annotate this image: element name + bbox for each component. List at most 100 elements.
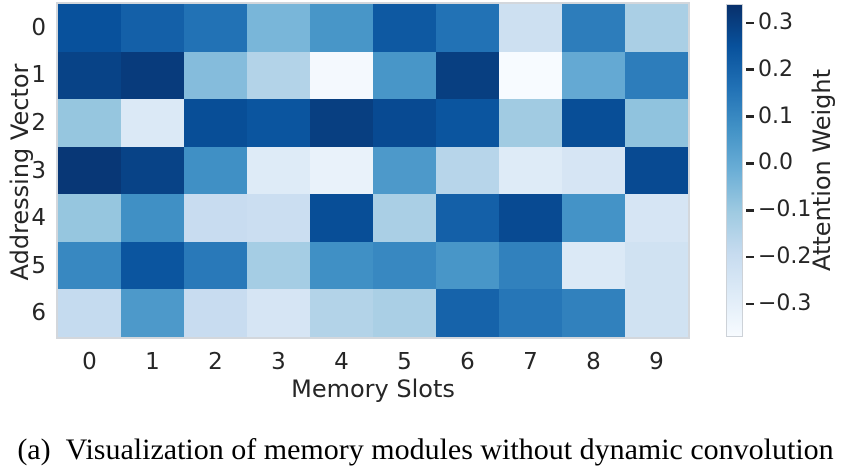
heatmap-cell [373,194,436,242]
x-tick-label: 3 [271,349,286,375]
heatmap-cell [58,51,121,100]
y-tick-label: 6 [31,300,46,327]
heatmap-cell [499,241,562,290]
heatmap-cell [436,4,499,52]
heatmap-cell [373,4,436,52]
heatmap-cell [499,146,562,195]
heatmap-grid [56,2,690,339]
heatmap-cell [310,99,373,147]
heatmap-cell [625,4,688,52]
heatmap-cell [625,289,688,337]
caption-text: Visualization of memory modules without … [65,433,834,466]
heatmap-cell [562,146,625,195]
heatmap-cell [310,289,373,337]
x-tick-label: 7 [523,349,538,375]
heatmap-cell [184,4,247,52]
heatmap-cell [58,194,121,242]
caption-index-label: (a) [17,433,51,466]
heatmap-cell [373,241,436,290]
colorbar-tick-label: −0.2 [758,244,812,270]
x-tick-label: 4 [334,349,349,375]
heatmap-cell [121,146,184,195]
heatmap-cell [562,194,625,242]
heatmap-cell [184,146,247,195]
heatmap-cell [373,51,436,100]
heatmap-cell [121,241,184,290]
heatmap-cell [121,99,184,147]
heatmap-cell [436,51,499,100]
y-tick-label: 5 [31,252,46,279]
colorbar-tick-mark [746,68,754,71]
heatmap-cell [310,146,373,195]
y-tick-label: 2 [31,109,46,136]
heatmap-cell [247,146,310,195]
colorbar-tick-label: 0.0 [758,150,793,176]
x-axis-label: Memory Slots [291,375,455,403]
heatmap-cell [58,146,121,195]
heatmap-cell [499,51,562,100]
heatmap-cell [562,241,625,290]
heatmap-cell [58,4,121,52]
heatmap-cell [247,51,310,100]
heatmap-cell [184,289,247,337]
x-tick-label: 5 [397,349,412,375]
heatmap-cell [247,289,310,337]
colorbar-tick-label: −0.1 [758,197,812,223]
heatmap-cell [625,241,688,290]
x-tick-label: 2 [208,349,223,375]
y-tick-label: 4 [31,205,46,232]
heatmap-cell [562,289,625,337]
heatmap-cell [184,51,247,100]
heatmap-cell [310,241,373,290]
x-tick-label: 8 [586,349,601,375]
heatmap-cell [499,194,562,242]
heatmap-cell [625,99,688,147]
heatmap-cell [562,99,625,147]
y-tick-label: 3 [31,157,46,184]
heatmap-cell [373,289,436,337]
y-tick-label: 1 [31,62,46,89]
heatmap-cell [562,51,625,100]
heatmap-cell [58,289,121,337]
heatmap-cell [184,99,247,147]
heatmap-cell [625,51,688,100]
colorbar-tick-mark [746,209,754,212]
heatmap-cell [184,194,247,242]
colorbar [726,4,743,337]
heatmap-cell [436,241,499,290]
heatmap-cell [184,241,247,290]
heatmap-cell [436,289,499,337]
colorbar-tick-label: 0.2 [758,56,793,82]
colorbar-tick-label: 0.1 [758,103,793,129]
heatmap-cell [562,4,625,52]
heatmap-cell [373,99,436,147]
heatmap-cell [247,194,310,242]
colorbar-tick-mark [746,162,754,165]
colorbar-tick-mark [746,115,754,118]
x-tick-label: 9 [649,349,664,375]
heatmap-cell [310,51,373,100]
heatmap-cell [58,99,121,147]
heatmap-cell [436,194,499,242]
x-tick-label: 1 [145,349,160,375]
heatmap-cell [247,99,310,147]
heatmap-cell [121,194,184,242]
heatmap-cell [625,194,688,242]
colorbar-tick-mark [746,302,754,306]
heatmap-cell [499,4,562,52]
heatmap-cell [373,146,436,195]
heatmap-cell [121,4,184,52]
heatmap-cell [436,146,499,195]
colorbar-label: Attention Weight [808,68,836,272]
x-tick-label: 6 [460,349,475,375]
heatmap-cell [247,4,310,52]
heatmap-cell [310,194,373,242]
heatmap-cell [625,146,688,195]
figure-caption: (a) Visualization of memory modules witho… [0,433,851,467]
heatmap-cell [310,4,373,52]
heatmap-cell [121,51,184,100]
colorbar-tick-mark [746,21,754,24]
colorbar-tick-label: −0.3 [758,291,812,317]
y-axis-label: Addressing Vector [6,63,34,281]
x-tick-label: 0 [82,349,97,375]
